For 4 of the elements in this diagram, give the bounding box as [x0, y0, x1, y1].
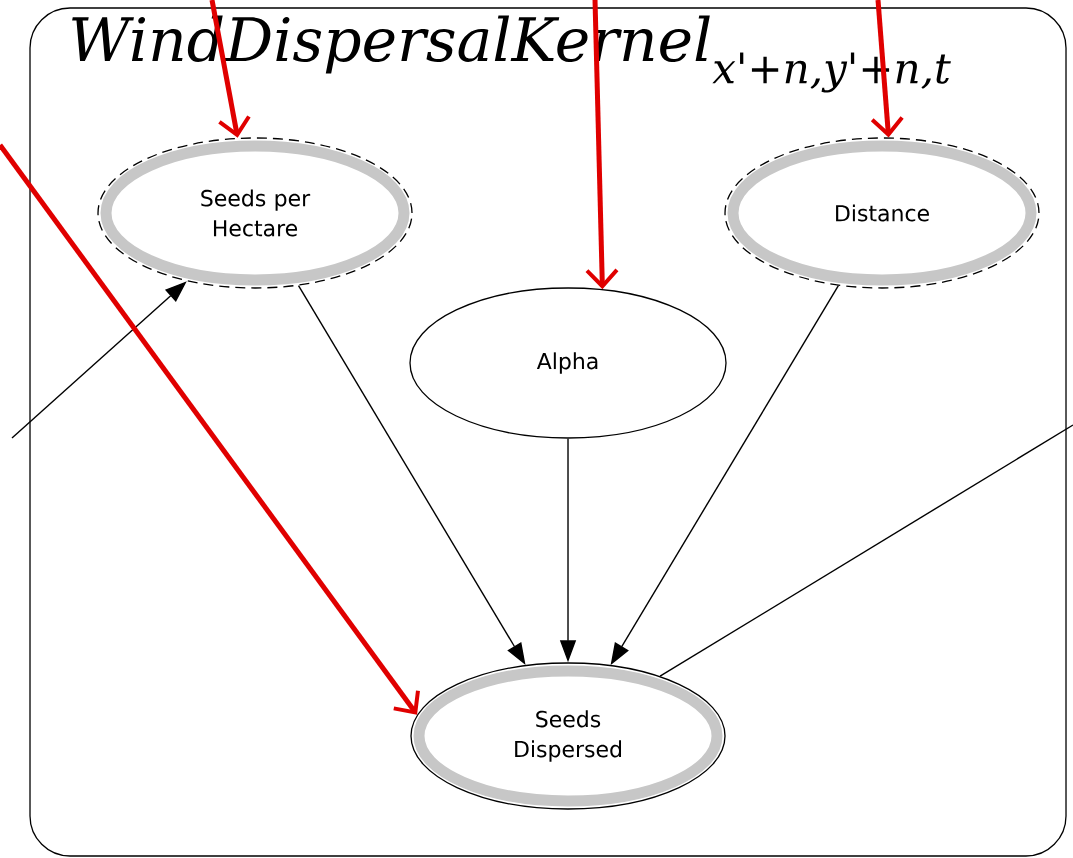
- arrow: [585, 0, 619, 290]
- arrow: [870, 0, 904, 138]
- arrow: [0, 143, 420, 715]
- connector-line: [659, 424, 1073, 677]
